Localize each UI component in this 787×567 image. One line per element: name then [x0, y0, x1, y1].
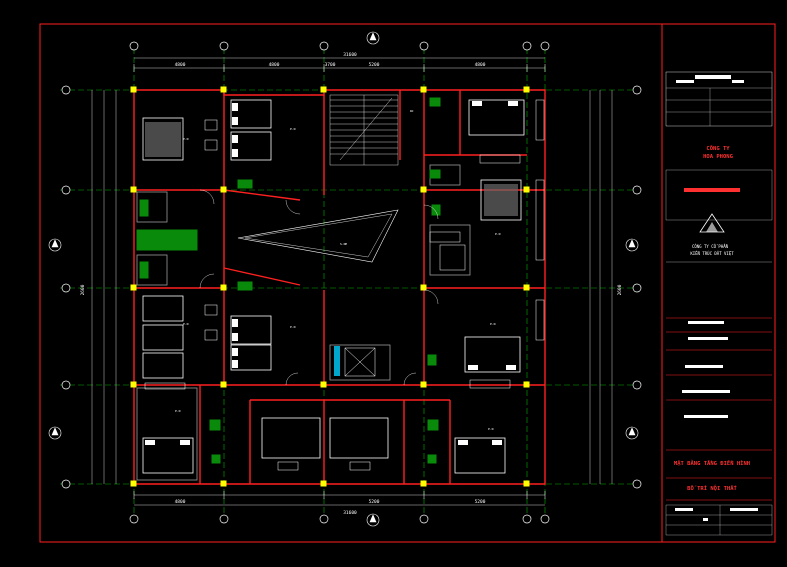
elevator-lobby-cyan	[334, 346, 340, 376]
dim-bottom-2: 5200	[369, 499, 380, 505]
firm-line1: CÔNG TY CỔ PHẦN	[692, 244, 729, 249]
red-stamp-bar	[684, 188, 740, 192]
firm-line2: KIẾN TRÚC ĐẤT VIỆT	[690, 251, 734, 256]
svg-text:P.N: P.N	[290, 325, 296, 329]
company-line2: HOA PHONG	[703, 154, 733, 160]
atrium-void	[237, 209, 399, 263]
dimension-lines	[91, 57, 613, 506]
dim-bottom-total: 31600	[343, 510, 357, 516]
exterior-walls	[133, 89, 546, 485]
svg-text:P.N: P.N	[495, 232, 501, 236]
dim-top-1: 4800	[175, 62, 186, 68]
bed-covers	[145, 122, 518, 216]
svg-text:P.N: P.N	[175, 409, 181, 413]
dim-top-4: 5200	[369, 62, 380, 68]
svg-text:P.N: P.N	[183, 137, 189, 141]
sheet-title: MẶT BẰNG TẦNG ĐIỂN HÌNH	[674, 459, 750, 467]
firm-logo-icon	[699, 213, 725, 233]
dim-bottom-1: 4800	[175, 499, 186, 505]
dimension-labels: 31600 4800 4800 3700 5200 4800 4800 5200…	[80, 52, 623, 516]
grid-bubble-icon	[61, 41, 642, 524]
interior-partitions	[136, 164, 471, 481]
elevator-shaft	[344, 347, 376, 377]
bed-pillows	[145, 101, 518, 445]
svg-text:S.NH: S.NH	[340, 242, 347, 246]
north-arrow-icon	[48, 31, 639, 527]
svg-text:P.N: P.N	[490, 322, 496, 326]
staircase	[329, 94, 399, 166]
sanitary-fixtures	[136, 97, 441, 464]
dim-top-2: 4800	[269, 62, 280, 68]
dim-top-total: 31600	[343, 52, 357, 58]
structural-columns	[130, 86, 530, 487]
svg-text:WC: WC	[410, 109, 414, 113]
company-line1: CÔNG TY	[706, 145, 730, 152]
svg-text:P.N: P.N	[290, 127, 296, 131]
dim-right-total: 2600	[617, 284, 623, 295]
svg-text:P.N: P.N	[488, 427, 494, 431]
dim-top-5: 4800	[475, 62, 486, 68]
svg-text:P.N: P.N	[183, 322, 189, 326]
sheet-frame	[39, 23, 776, 543]
dim-bottom-3: 5200	[475, 499, 486, 505]
furniture-small	[144, 99, 545, 471]
grid-lines	[60, 48, 640, 520]
title-block: CÔNG TY HOA PHONG CÔNG TY CỔ PHẦN KIẾN T…	[661, 23, 776, 543]
room-tags: P.N P.N P.N P.N P.N P.N P.N P.N S.NH WC	[175, 109, 501, 431]
dimension-ticks	[133, 64, 546, 499]
dim-top-3: 3700	[325, 62, 336, 68]
door-swings	[199, 189, 439, 386]
dim-left-total: 2600	[80, 284, 86, 295]
sheet-subtitle: BỐ TRÍ NỘI THẤT	[687, 484, 737, 492]
beds	[142, 99, 525, 474]
